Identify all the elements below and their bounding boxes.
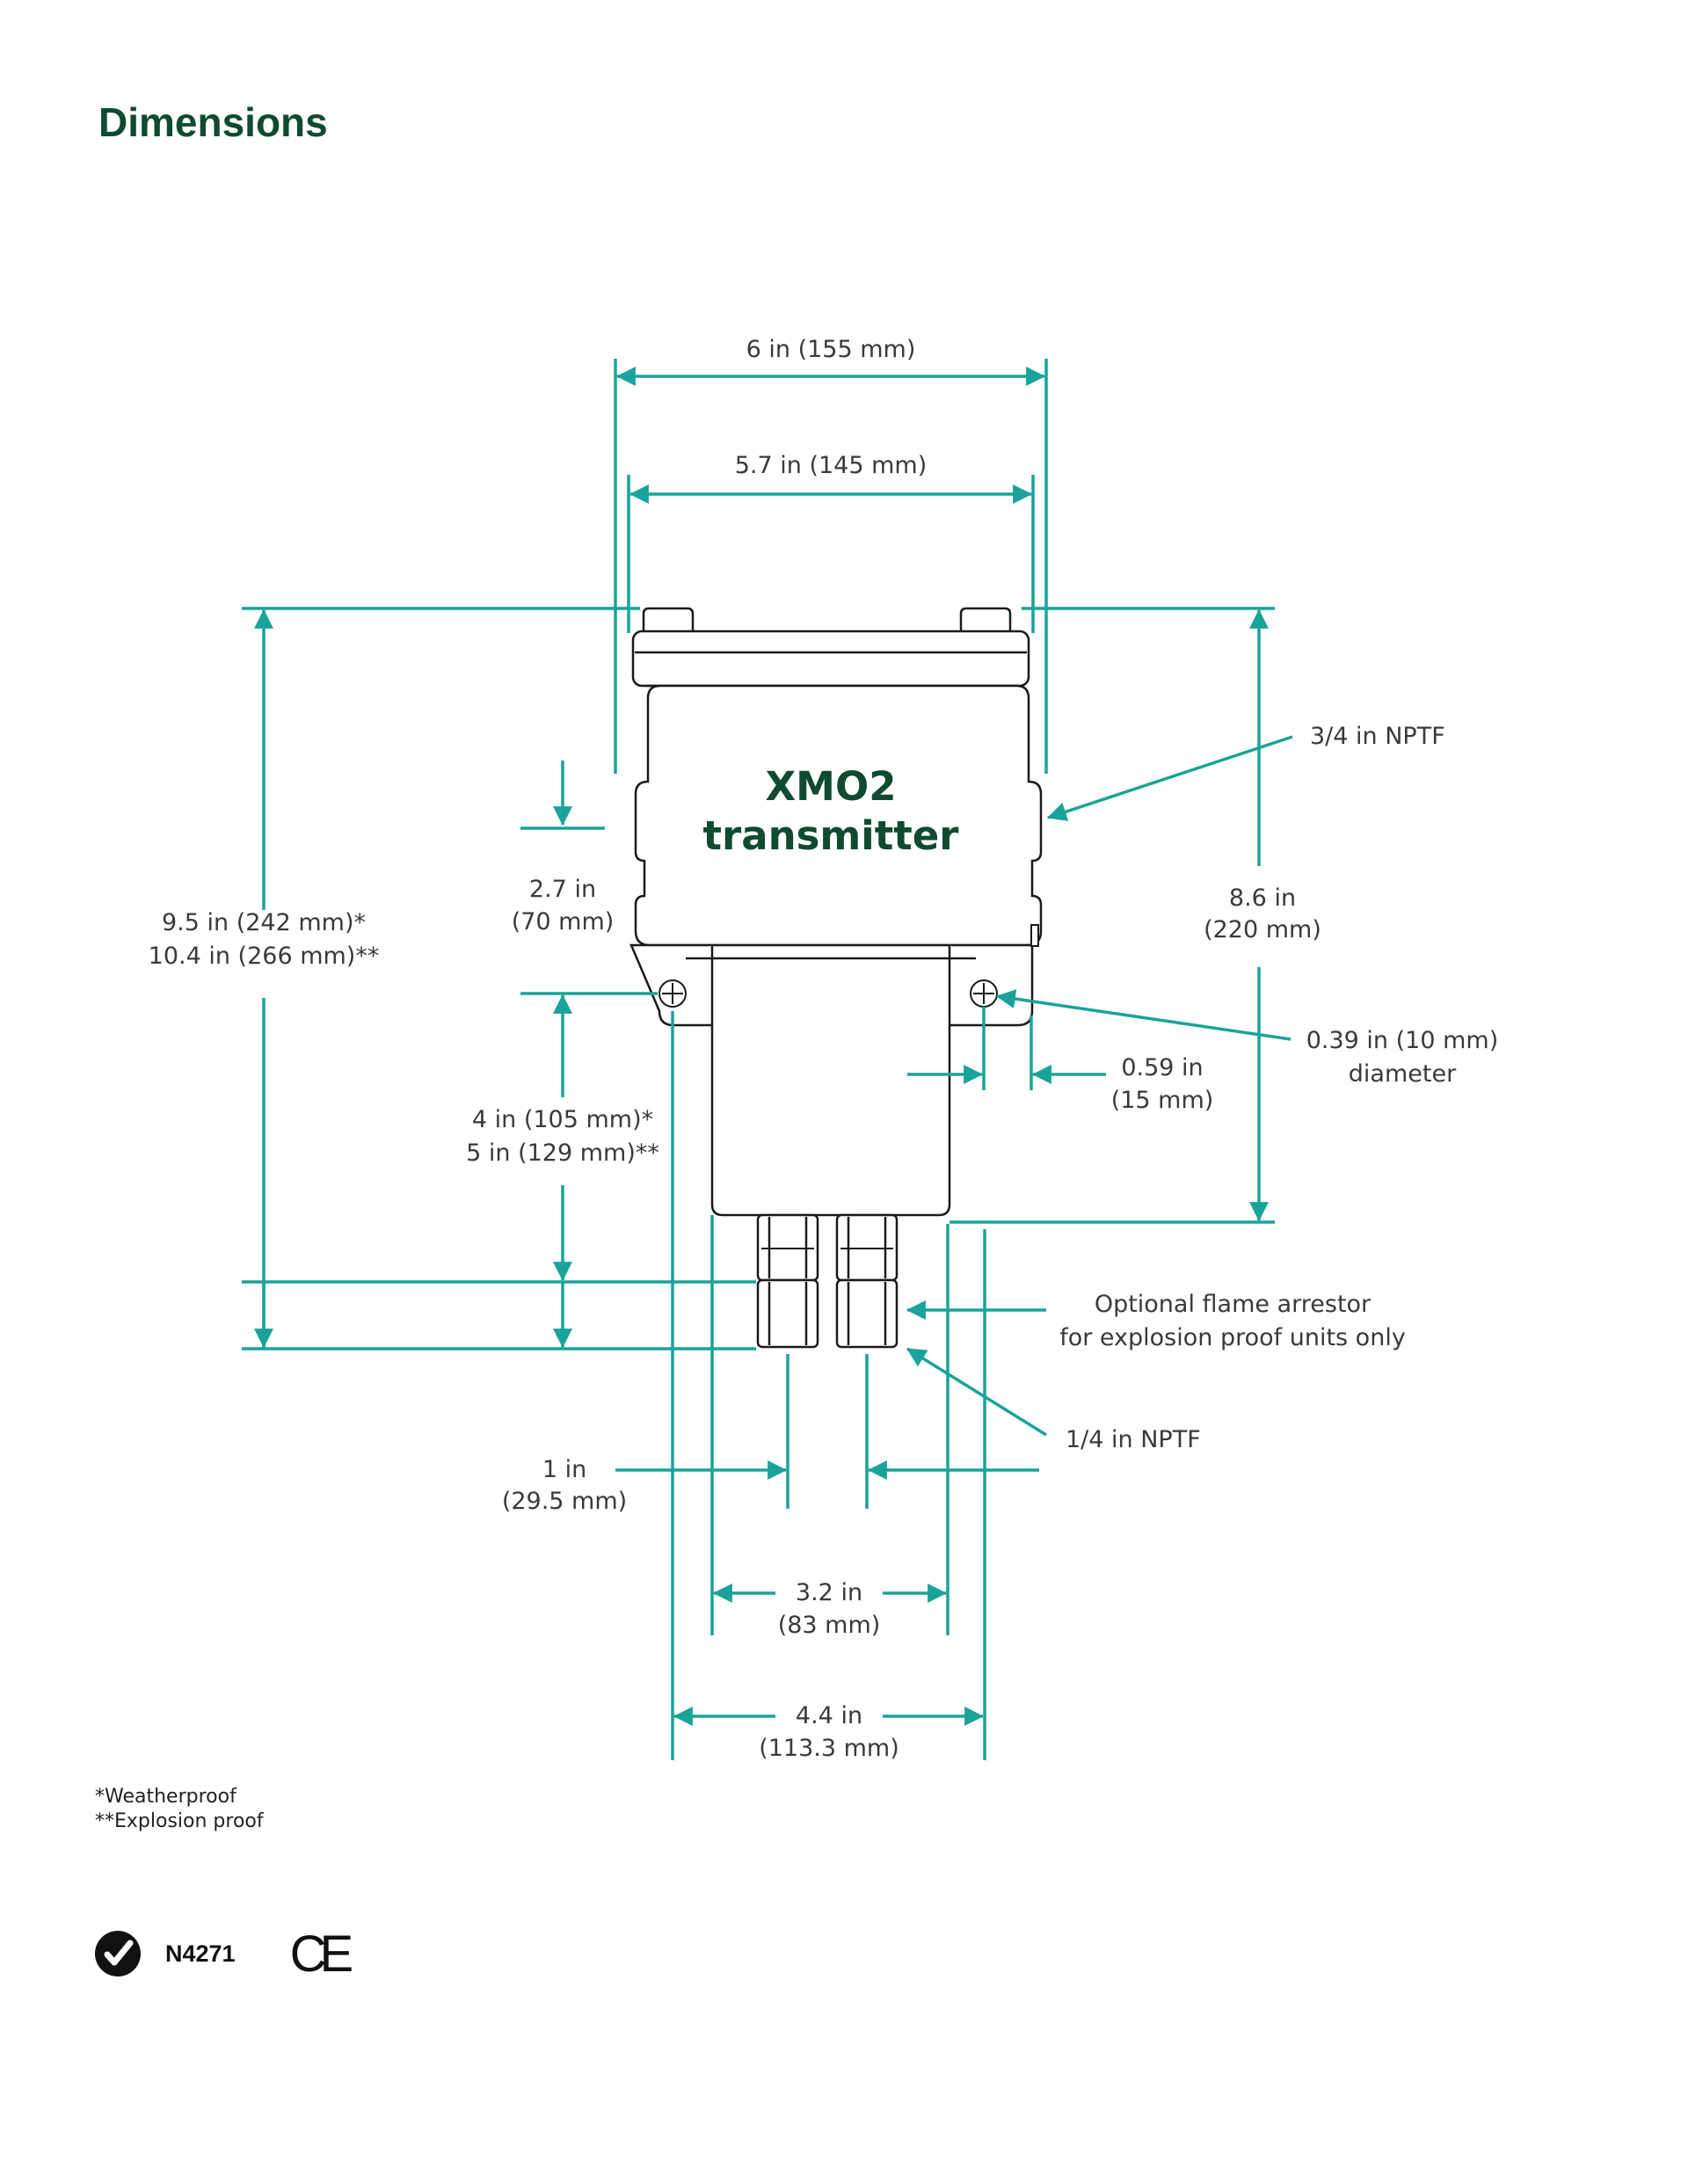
stem-width-label-2: (83 mm) bbox=[778, 1612, 881, 1639]
port-spacing-label-1: 1 in bbox=[542, 1456, 586, 1483]
top-clip-left bbox=[642, 607, 695, 635]
dimension-lines bbox=[242, 359, 1293, 1760]
top-clip-right bbox=[959, 607, 1012, 635]
footnote-explosion-proof: **Explosion proof bbox=[95, 1810, 264, 1832]
gas-fitting-right bbox=[835, 1213, 899, 1349]
gas-port-callout: 1/4 in NPTF bbox=[1066, 1426, 1201, 1453]
mounting-hole-right bbox=[970, 979, 998, 1008]
flame-arrestor-callout-1: Optional flame arrestor bbox=[1095, 1291, 1372, 1318]
hole-edge-label-1: 0.59 in bbox=[1121, 1054, 1203, 1081]
gas-fitting-left bbox=[756, 1213, 819, 1349]
mount-offset-label-2: (70 mm) bbox=[512, 908, 615, 935]
footnotes: *Weatherproof **Explosion proof bbox=[95, 1785, 264, 1834]
ce-mark-icon: CE bbox=[289, 1925, 354, 1983]
footnote-weatherproof: *Weatherproof bbox=[95, 1786, 236, 1808]
inner-width-label: 5.7 in (145 mm) bbox=[735, 452, 928, 479]
hole-spacing-label-2: (113.3 mm) bbox=[759, 1735, 899, 1762]
page-title: Dimensions bbox=[98, 99, 328, 145]
mounting-hole-left bbox=[658, 979, 687, 1008]
lower-stem bbox=[710, 957, 951, 1217]
overall-height-label-1: 9.5 in (242 mm)* bbox=[162, 909, 366, 936]
lower-height-label-1: 4 in (105 mm)* bbox=[472, 1106, 653, 1133]
flame-arrestor-callout-2: for explosion proof units only bbox=[1059, 1324, 1406, 1351]
body-height-label-2: (220 mm) bbox=[1204, 916, 1321, 943]
hole-diameter-callout-1: 0.39 in (10 mm) bbox=[1306, 1027, 1499, 1054]
rcm-code: N4271 bbox=[165, 1940, 236, 1967]
mount-offset-label-1: 2.7 in bbox=[529, 876, 596, 903]
stem-width-label-1: 3.2 in bbox=[796, 1579, 862, 1606]
overall-width-label: 6 in (155 mm) bbox=[746, 336, 916, 363]
device-label-line1: XMO2 bbox=[765, 763, 896, 810]
lid bbox=[631, 630, 1030, 688]
overall-height-label-2: 10.4 in (266 mm)** bbox=[149, 943, 380, 970]
certification-marks: N4271 CE bbox=[95, 1925, 354, 1983]
lower-height-label-2: 5 in (129 mm)** bbox=[466, 1139, 659, 1167]
body-height-label-1: 8.6 in bbox=[1229, 885, 1296, 912]
port-spacing-label-2: (29.5 mm) bbox=[502, 1488, 627, 1515]
transmitter-drawing bbox=[629, 607, 1043, 1217]
conduit-port-callout: 3/4 in NPTF bbox=[1310, 723, 1445, 750]
hole-diameter-callout-2: diameter bbox=[1349, 1060, 1457, 1088]
rcm-check-icon bbox=[95, 1931, 141, 1977]
device-label-line2: transmitter bbox=[703, 812, 960, 859]
hole-spacing-label-1: 4.4 in bbox=[796, 1702, 862, 1729]
hole-edge-label-2: (15 mm) bbox=[1111, 1087, 1214, 1114]
